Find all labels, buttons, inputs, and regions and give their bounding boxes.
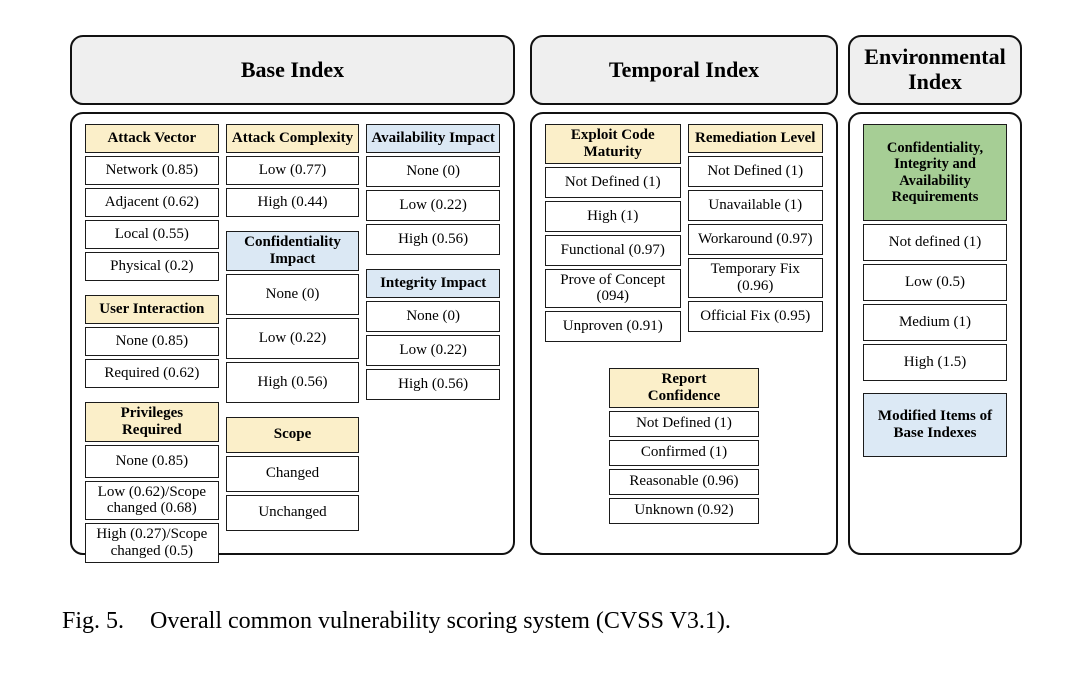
table-row: High (0.27)/Scope changed (0.5) [85, 523, 219, 563]
table-row: Low (0.62)/Scope changed (0.68) [85, 480, 219, 521]
table-row: Not defined (1) [863, 224, 1007, 261]
table-header: Privileges Required [85, 402, 219, 442]
table-row: Low (0.22) [366, 335, 501, 366]
table-row: Local (0.55) [85, 220, 219, 249]
table-row: High (0.56) [366, 369, 501, 400]
table-row: Workaround (0.97) [687, 224, 823, 255]
panel-title-base-index: Base Index [70, 35, 515, 105]
table-row: None (0.85) [85, 327, 219, 356]
panel-content-environmental-index: Confidentiality, Integrity and Availabil… [863, 124, 1007, 543]
table-row: Reasonable (0.96) [609, 468, 759, 495]
table-row: High (0.56) [225, 361, 360, 403]
table-row: None (0) [366, 156, 501, 187]
table-header: Integrity Impact [366, 269, 501, 298]
table-row: None (0) [366, 301, 501, 332]
panel-body-environmental-index: Confidentiality, Integrity and Availabil… [848, 112, 1022, 555]
table-header: Attack Complexity [225, 124, 360, 153]
table-header: User Interaction [85, 295, 219, 324]
table-row: Official Fix (0.95) [687, 300, 823, 332]
table-row: High (0.56) [366, 224, 501, 255]
table-header: Remediation Level [687, 124, 823, 153]
table-header: Modified Items of Base Indexes [863, 393, 1007, 457]
figure-caption-label: Fig. 5. [62, 608, 125, 634]
table-row: Required (0.62) [85, 359, 219, 388]
table-modified-items-of-base-indexes: Modified Items of Base Indexes [863, 393, 1007, 457]
table-row: Network (0.85) [85, 156, 219, 185]
table-row: Medium (1) [863, 304, 1007, 341]
table-row: Low (0.22) [366, 190, 501, 221]
table-row: Prove of Concept (094) [545, 268, 681, 309]
table-row: Temporary Fix (0.96) [687, 258, 823, 298]
table-row: High (0.44) [225, 188, 360, 217]
table-row: High (1.5) [863, 344, 1007, 381]
table-row: Unproven (0.91) [545, 311, 681, 343]
table-confidentiality-integrity-and-availability-requirements: Confidentiality, Integrity and Availabil… [863, 124, 1007, 381]
table-header: Attack Vector [85, 124, 219, 153]
table-row: Unchanged [225, 494, 360, 531]
table-header: Confidentiality, Integrity and Availabil… [863, 124, 1007, 221]
table-row: Unknown (0.92) [609, 497, 759, 524]
table-header: Confidentiality Impact [225, 231, 360, 271]
table-row: None (0) [225, 273, 360, 315]
table-header: Exploit Code Maturity [545, 124, 681, 164]
table-row: Low (0.22) [225, 317, 360, 359]
table-row: Unavailable (1) [687, 190, 823, 221]
table-row: None (0.85) [85, 444, 219, 478]
table-row: Not Defined (1) [545, 166, 681, 198]
figure-caption: Fig. 5. Overall common vulnerability scor… [62, 608, 731, 635]
table-row: Physical (0.2) [85, 252, 219, 281]
panel-title-temporal-index: Temporal Index [530, 35, 838, 105]
table-row: Low (0.5) [863, 264, 1007, 301]
table-header: Scope [225, 416, 360, 453]
panel-title-environmental-index: Environmental Index [848, 35, 1022, 105]
table-row: Adjacent (0.62) [85, 188, 219, 217]
table-row: Functional (0.97) [545, 234, 681, 266]
figure-caption-text: Overall common vulnerability scoring sys… [150, 608, 731, 634]
table-header: Report Confidence [609, 368, 759, 408]
table-header: Availability Impact [366, 124, 501, 153]
column-1: Confidentiality, Integrity and Availabil… [863, 124, 1007, 457]
panel-columns-environmental-index: Confidentiality, Integrity and Availabil… [863, 124, 1007, 457]
table-row: Not Defined (1) [687, 156, 823, 187]
table-row: Not Defined (1) [609, 410, 759, 437]
table-row: Low (0.77) [225, 156, 360, 185]
table-row: High (1) [545, 200, 681, 232]
table-row: Changed [225, 455, 360, 492]
table-row: Confirmed (1) [609, 439, 759, 466]
